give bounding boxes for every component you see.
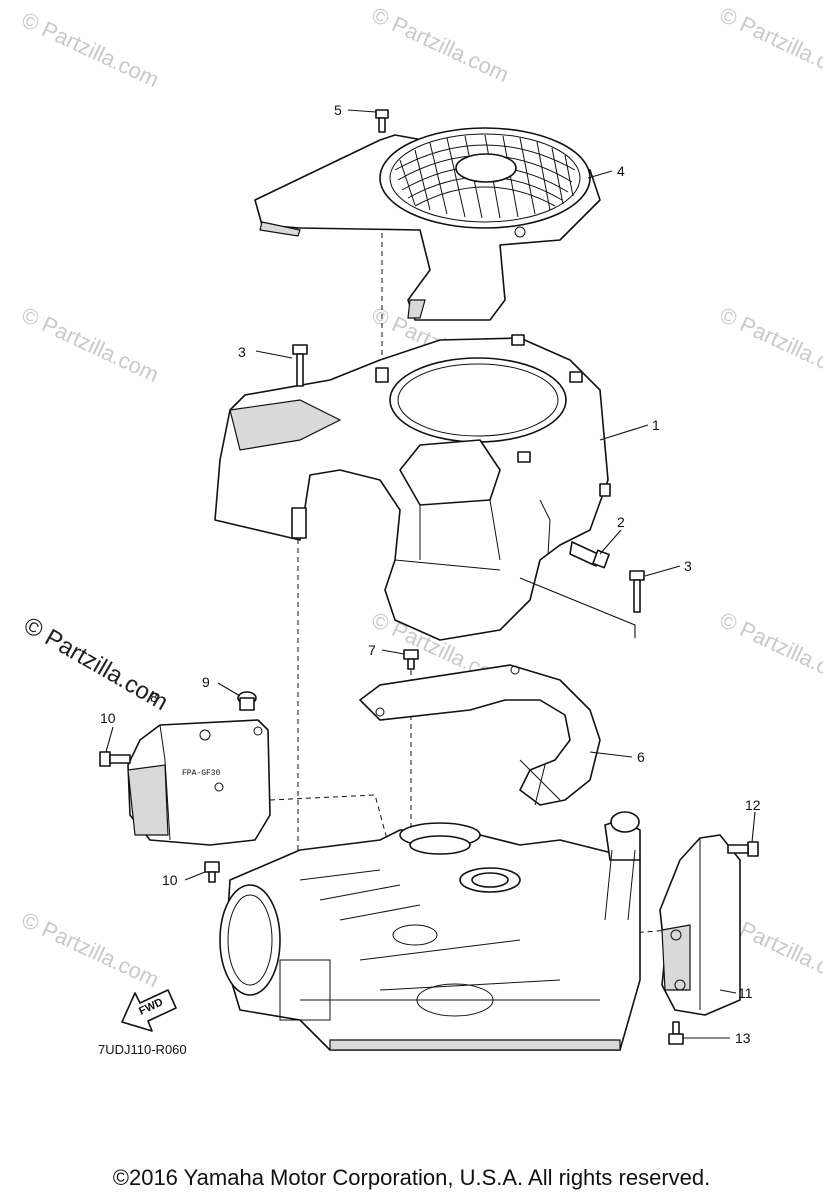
cover-stamp-text: FPA-GF30 [182, 769, 221, 778]
callout-4: 4 [617, 163, 625, 179]
diagram-code: 7UDJ110-R060 [98, 1042, 187, 1057]
bolt-7-icon [403, 649, 419, 670]
engine-cover-part [214, 334, 611, 641]
fan-cover-part [254, 127, 601, 321]
callout-7: 7 [368, 642, 376, 658]
callout-12: 12 [745, 797, 761, 813]
callout-2: 2 [617, 514, 625, 530]
bolt-10-upper-icon [99, 751, 131, 767]
callout-5: 5 [334, 102, 342, 118]
bracket-6-part [359, 664, 601, 806]
callout-9: 9 [202, 674, 210, 690]
callout-labels: 1 2 3 3 4 5 6 7 8 9 10 10 11 12 13 [100, 102, 761, 1046]
callout-8: 8 [150, 689, 158, 705]
engine-block-part [219, 811, 641, 1051]
callout-1: 1 [652, 417, 660, 433]
bolt-3-upper-icon [292, 344, 308, 387]
bolt-12-icon [727, 841, 759, 857]
callout-10-lower: 10 [162, 872, 178, 888]
watermark-text: © Partzilla.com [18, 907, 163, 992]
fwd-arrow-icon: FWD [121, 989, 177, 1032]
watermark-text: © Partzilla.com [716, 2, 823, 87]
callout-11: 11 [738, 985, 753, 1001]
callout-10-upper: 10 [100, 710, 116, 726]
bolt-13-icon [668, 1021, 684, 1045]
callout-3-lower: 3 [684, 558, 692, 574]
cap-9-icon [237, 691, 257, 711]
bolt-2-icon [569, 541, 610, 569]
watermark-text: © Partzilla.com [716, 607, 823, 692]
bolt-3-lower-icon [629, 570, 645, 613]
watermark-text: © Partzilla.com [18, 302, 163, 387]
bolt-5-icon [375, 109, 389, 133]
watermark-text: © Partzilla.com [716, 302, 823, 387]
copyright-footer: ©2016 Yamaha Motor Corporation, U.S.A. A… [112, 1165, 711, 1190]
bolt-10-lower-icon [204, 861, 220, 883]
watermark-text: © Partzilla.com [18, 7, 163, 92]
side-cover-11-part [659, 834, 741, 1016]
side-cover-8-part: FPA-GF30 [127, 719, 271, 846]
callout-6: 6 [637, 749, 645, 765]
leader-lines [105, 109, 756, 1039]
callout-13: 13 [735, 1030, 751, 1046]
callout-3-upper: 3 [238, 344, 246, 360]
watermark-text: © Partzilla.com [368, 2, 513, 87]
